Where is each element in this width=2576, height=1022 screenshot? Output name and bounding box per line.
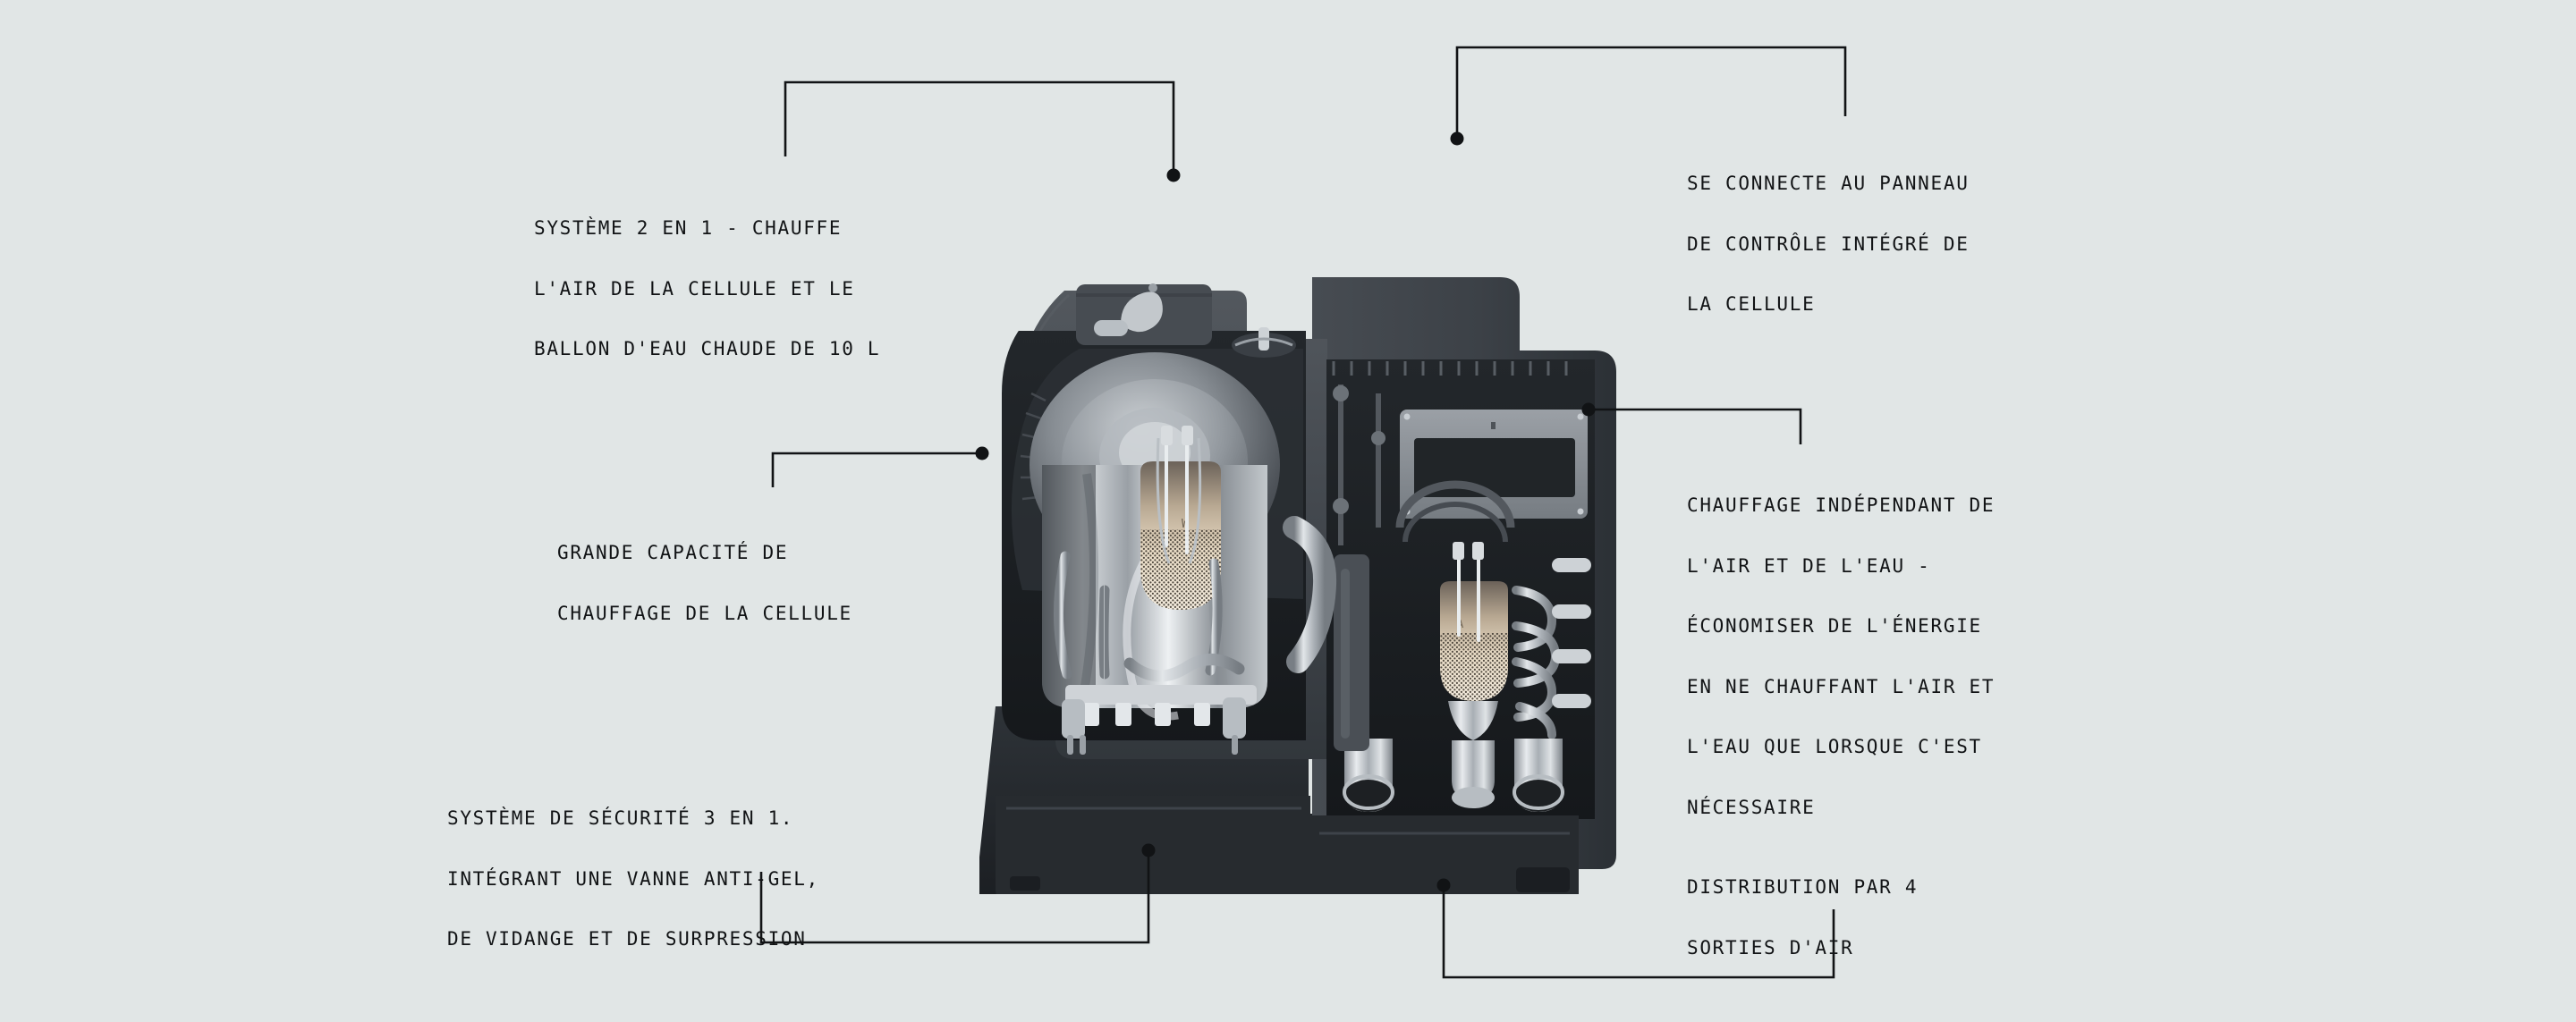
air-outlet-ducts — [1334, 554, 1564, 812]
callout-line: SYSTÈME DE SÉCURITÉ 3 EN 1. — [447, 807, 794, 829]
callout-line: NÉCESSAIRE — [1687, 796, 1816, 818]
top-left-inlet-fitting — [1076, 283, 1212, 345]
callout-line: CHAUFFAGE INDÉPENDANT DE — [1687, 494, 1996, 516]
safety-valve-manifold — [1062, 685, 1257, 755]
callout-line: L'AIR ET DE L'EAU - — [1687, 554, 1931, 577]
callout-line: SORTIES D'AIR — [1687, 936, 1854, 959]
callout-line: DE CONTRÔLE INTÉGRÉ DE — [1687, 232, 1970, 255]
callout-control-panel-connection: SE CONNECTE AU PANNEAU DE CONTRÔLE INTÉG… — [1687, 133, 1970, 355]
water-burner-assembly: W — [1140, 426, 1221, 610]
callout-line: L'AIR DE LA CELLULE ET LE — [534, 277, 855, 300]
callout-line: SYSTÈME 2 EN 1 - CHAUFFE — [534, 217, 843, 239]
callout-independent-air-water-heating: CHAUFFAGE INDÉPENDANT DE L'AIR ET DE L'E… — [1687, 455, 1995, 857]
air-burner-assembly: A — [1440, 542, 1508, 808]
callout-line: ÉCONOMISER DE L'ÉNERGIE — [1687, 615, 1982, 637]
callout-two-in-one-system: SYSTÈME 2 EN 1 - CHAUFFE L'AIR DE LA CEL… — [534, 178, 880, 400]
callout-line: INTÉGRANT UNE VANNE ANTI-GEL, — [447, 867, 819, 890]
callout-three-in-one-safety-system: SYSTÈME DE SÉCURITÉ 3 EN 1. INTÉGRANT UN… — [447, 768, 819, 990]
callout-line: SE CONNECTE AU PANNEAU — [1687, 173, 1970, 194]
leader-line-control-panel — [1455, 46, 1847, 133]
callout-four-air-outlets: DISTRIBUTION PAR 4 SORTIES D'AIR — [1687, 837, 1918, 998]
water-tank-pipework — [1054, 551, 1245, 682]
leader-dot-control-panel — [1450, 131, 1464, 146]
integrated-control-panel — [1400, 410, 1588, 519]
leader-line-two-in-one-system — [784, 80, 1175, 170]
callout-line: CHAUFFAGE DE LA CELLULE — [557, 602, 852, 624]
centre-transfer-duct — [1283, 516, 1337, 673]
leader-line-large-capacity — [771, 452, 977, 487]
callout-line: GRANDE CAPACITÉ DE — [557, 542, 789, 563]
callout-line: DISTRIBUTION PAR 4 — [1687, 876, 1919, 898]
air-outlet-spigots — [1552, 558, 1591, 708]
callout-line: BALLON D'EAU CHAUDE DE 10 L — [534, 338, 881, 359]
callout-line: EN NE CHAUFFANT L'AIR ET — [1687, 675, 1996, 697]
callout-line: L'EAU QUE LORSQUE C'EST — [1687, 736, 1982, 757]
callout-large-heating-capacity: GRANDE CAPACITÉ DE CHAUFFAGE DE LA CELLU… — [557, 503, 852, 663]
callout-line: LA CELLULE — [1687, 293, 1816, 315]
leader-line-independent-heating — [1594, 408, 1802, 444]
callout-line: DE VIDANGE ET DE SURPRESSION — [447, 928, 807, 950]
product-cutaway-image: W — [979, 277, 1616, 894]
top-centre-fitting — [1232, 327, 1296, 358]
